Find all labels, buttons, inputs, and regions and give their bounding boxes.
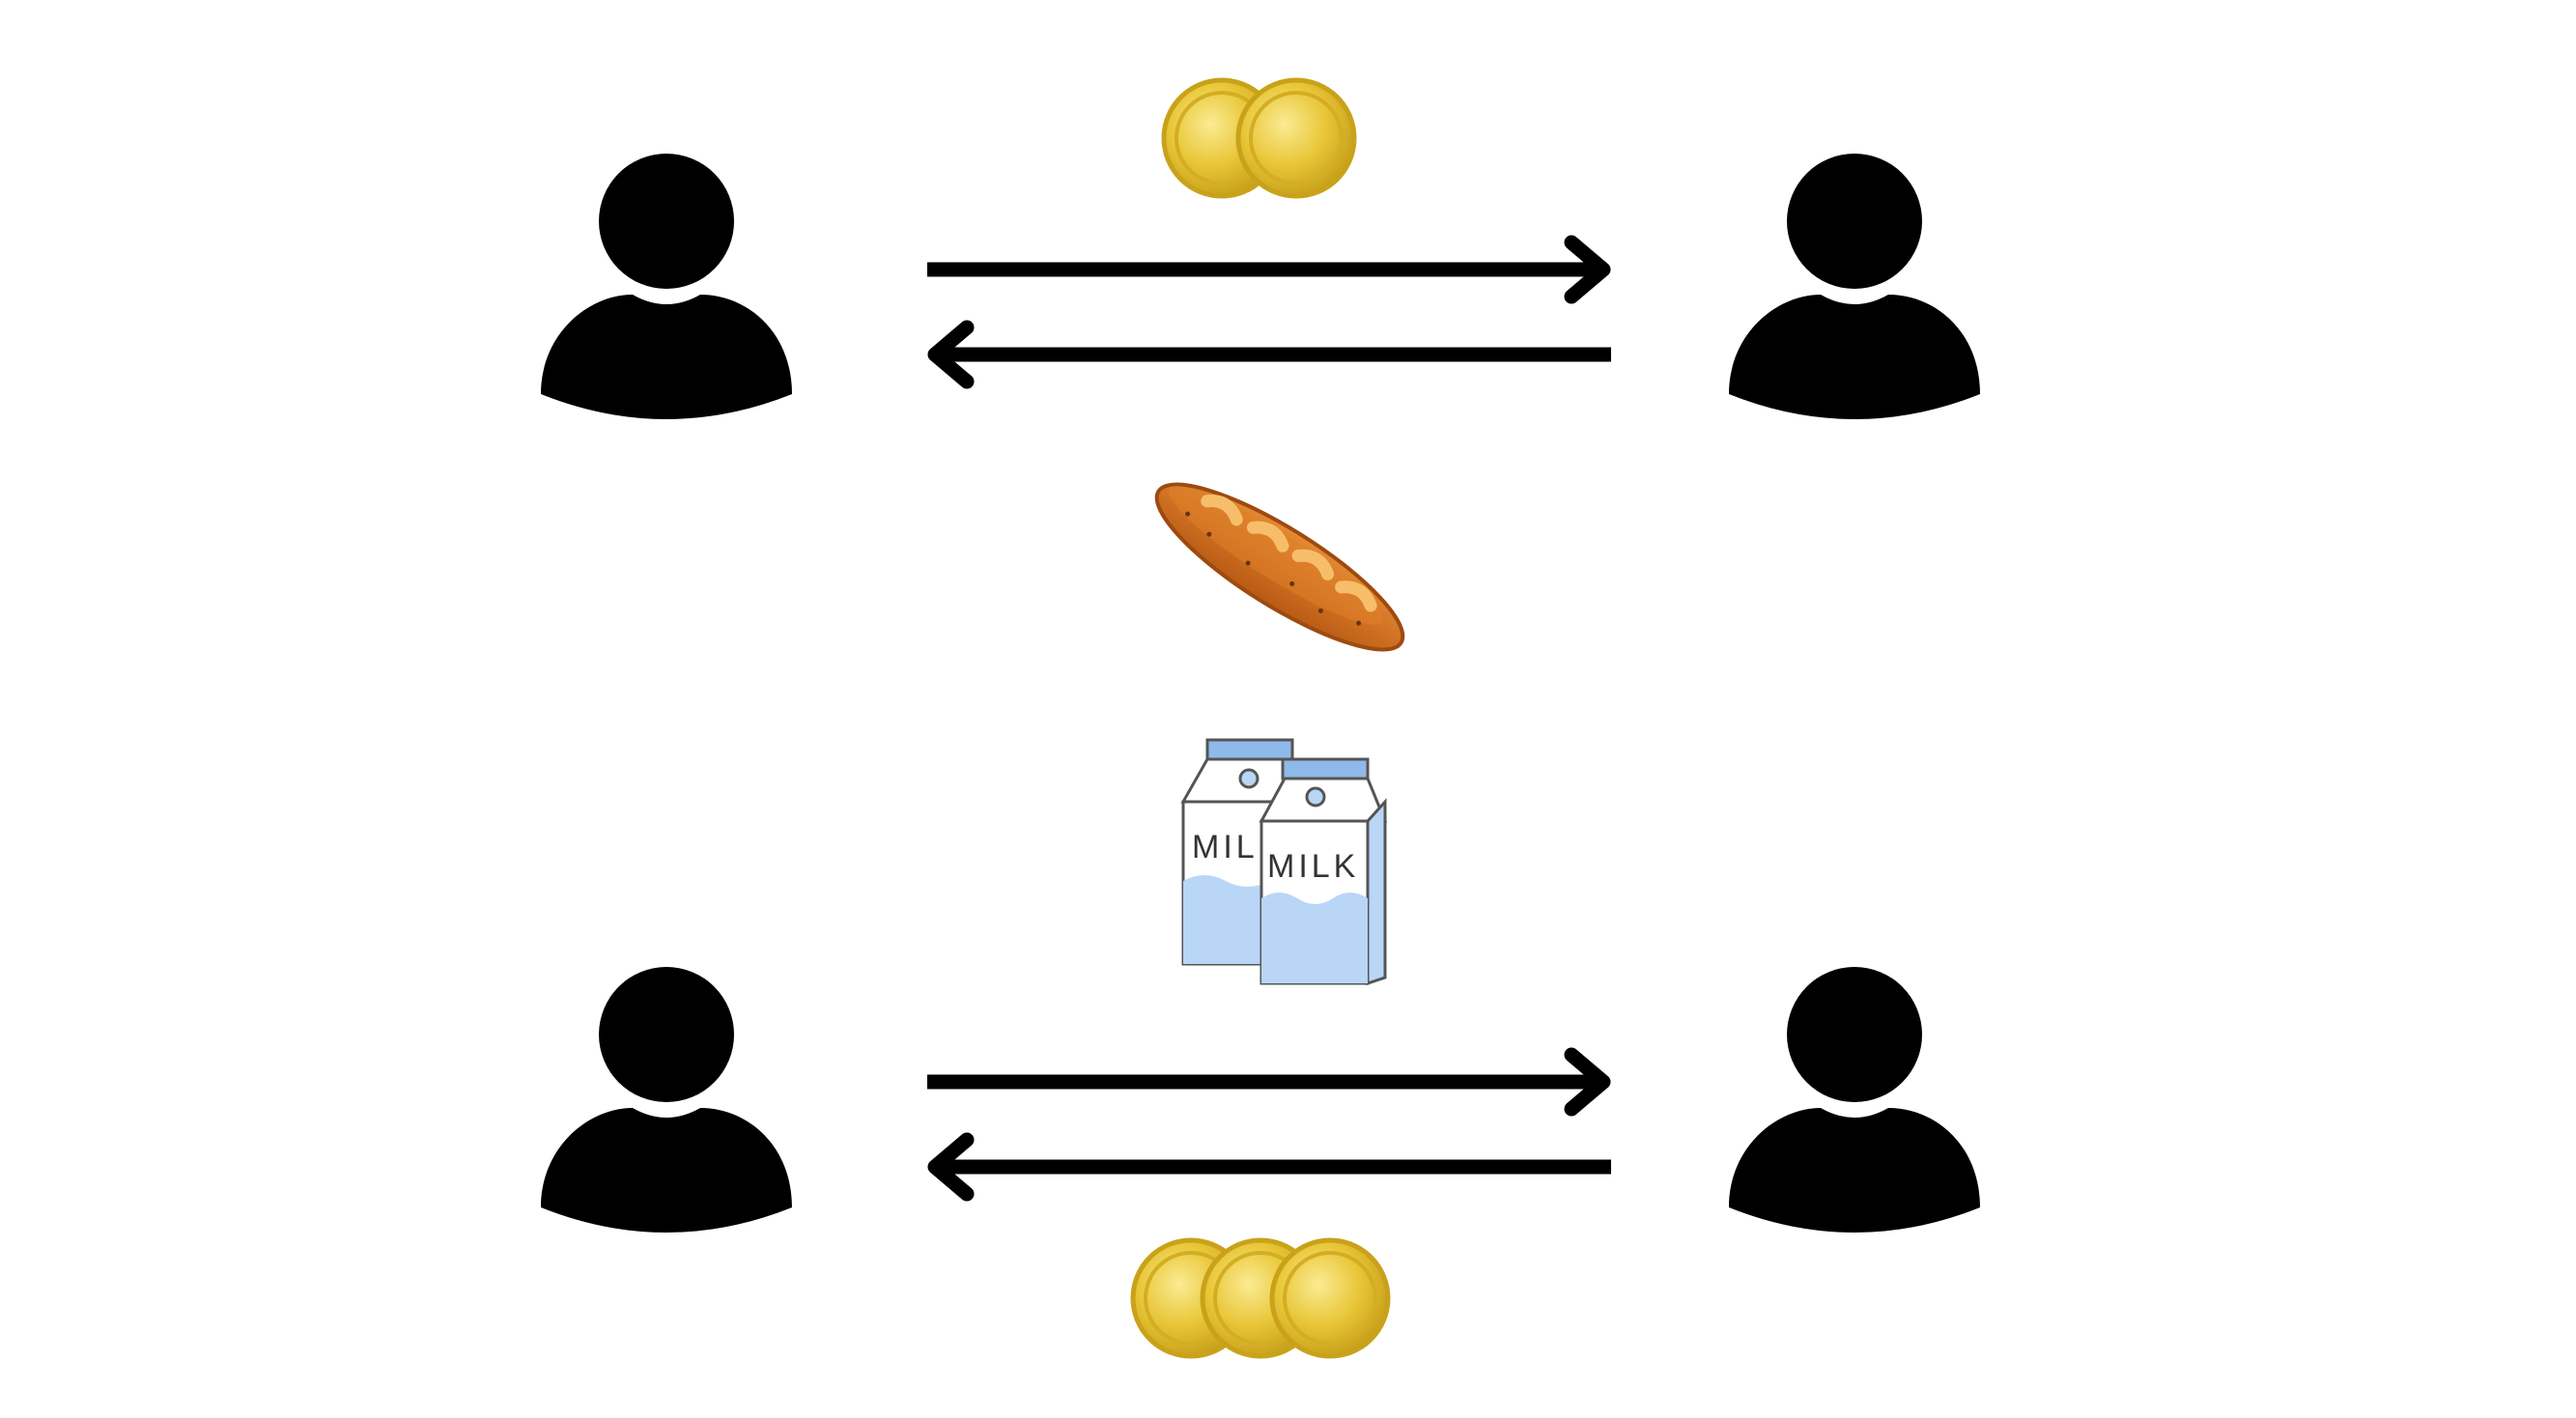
bottom-coins (1130, 1237, 1391, 1359)
bottom-left-person-icon (541, 967, 792, 1233)
milk-carton-icon: MILK (1259, 757, 1388, 986)
arrow-left-icon (927, 320, 1611, 389)
coin-icon (1269, 1237, 1391, 1359)
bottom-right-person-icon (1729, 967, 1980, 1233)
arrow-right-icon (927, 1047, 1611, 1117)
top-left-person-icon (541, 154, 792, 419)
arrow-left-icon (927, 1132, 1611, 1202)
bottom-exchange (541, 967, 1980, 1359)
top-right-person-icon (1729, 154, 1980, 419)
milk-cartons: MILK MILK (1180, 738, 1388, 986)
arrow-right-icon (927, 235, 1611, 304)
milk-label: MILK (1267, 848, 1359, 885)
coin-icon (1235, 77, 1357, 199)
baguette-icon (1154, 482, 1405, 652)
top-coins (1161, 77, 1357, 199)
top-exchange (541, 77, 1980, 652)
